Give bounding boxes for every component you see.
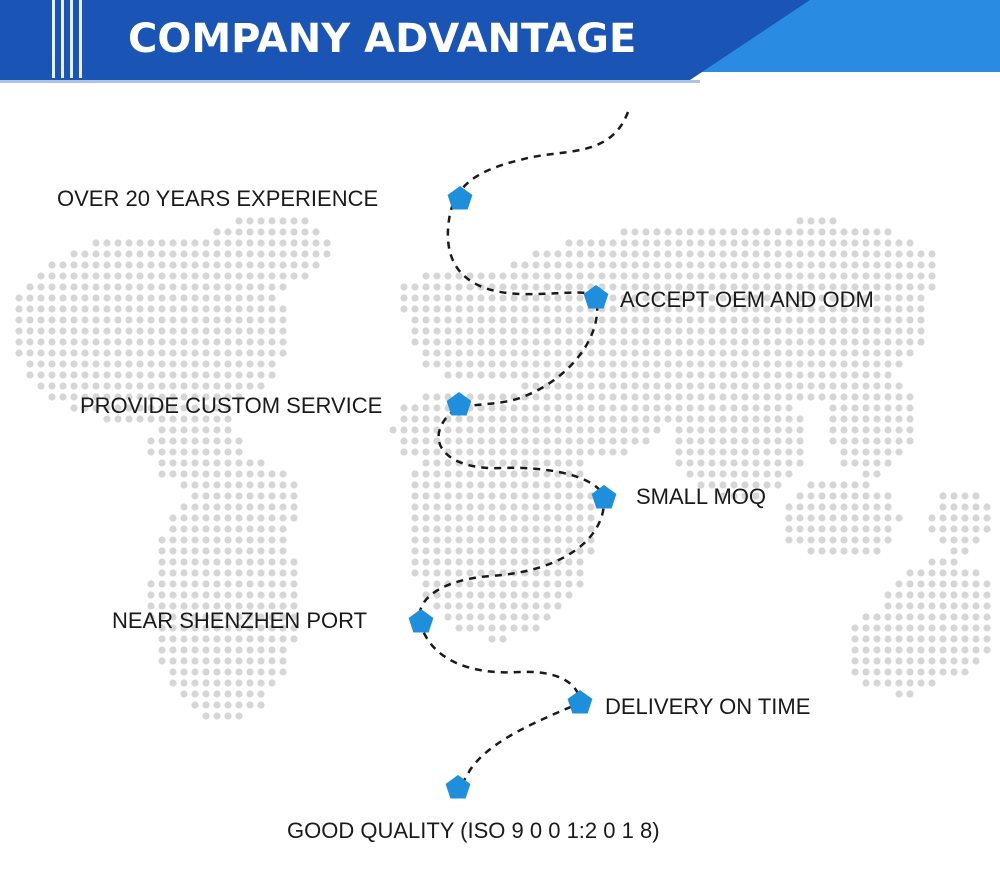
- advantage-label-shenzhen-port: NEAR SHENZHEN PORT: [112, 608, 368, 633]
- header-banner: [0, 0, 1000, 83]
- advantage-label-delivery: DELIVERY ON TIME: [605, 694, 811, 719]
- advantage-label-small-moq: SMALL MOQ: [636, 484, 766, 509]
- pentagon-marker-icon: [447, 186, 473, 210]
- pentagon-marker-icon: [591, 485, 617, 509]
- advantage-label-quality: GOOD QUALITY (ISO 9 0 0 1:2 0 1 8): [287, 818, 660, 843]
- pentagon-marker-icon: [583, 285, 609, 309]
- advantage-label-custom-service: PROVIDE CUSTOM SERVICE: [80, 393, 383, 418]
- pentagon-marker-icon: [567, 690, 593, 714]
- pentagon-marker-icon: [445, 775, 471, 799]
- dashed-route-line: [418, 111, 630, 791]
- banner-stripes: [52, 0, 82, 78]
- pentagon-marker-icon: [408, 609, 434, 633]
- page-title: COMPANY ADVANTAGE: [128, 16, 637, 62]
- advantage-label-oem-odm: ACCEPT OEM AND ODM: [620, 287, 874, 312]
- advantage-label-experience: OVER 20 YEARS EXPERIENCE: [57, 186, 379, 211]
- pentagon-marker-icon: [446, 392, 472, 416]
